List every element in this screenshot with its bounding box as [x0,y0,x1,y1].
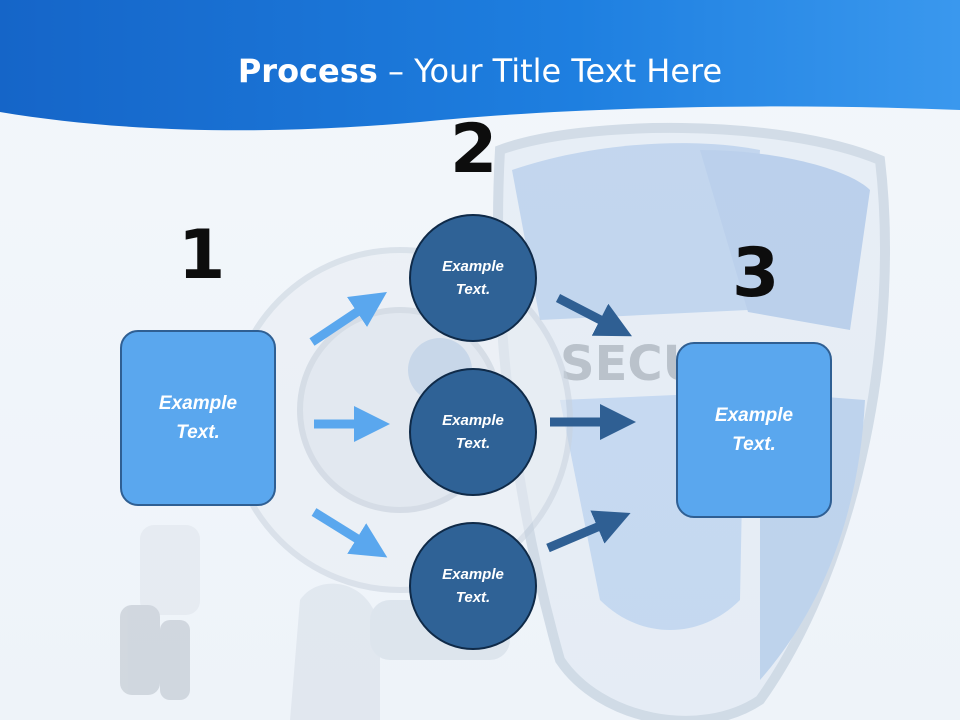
title-rest: – Your Title Text Here [377,52,723,90]
step-2c-line1: Example [442,566,504,583]
arrow-2c-to-3 [546,510,631,553]
title-bold: Process [237,52,378,90]
slide-title: Process – Your Title Text Here [0,52,960,90]
step-2b-line2: Text. [455,435,491,452]
arrow-1-to-2a [309,292,387,346]
step-number-1: 1 [178,216,226,295]
step-2c-line2: Text. [455,589,491,606]
step-1-box: Example Text. [120,330,276,506]
step-2b-line1: Example [442,412,504,429]
step-2-circle-middle: Example Text. [409,368,537,496]
step-number-2: 2 [450,110,498,189]
step-1-line1: Example [158,393,238,414]
header-band [0,0,960,131]
step-3-line1: Example [714,405,794,426]
step-number-3: 3 [732,234,780,313]
step-2-circle-top: Example Text. [409,214,537,342]
arrow-2a-to-3 [555,294,632,337]
step-1-line2: Text. [176,422,220,443]
step-3-box: Example Text. [676,342,832,518]
step-2-circle-bottom: Example Text. [409,522,537,650]
step-2a-line2: Text. [455,281,491,298]
arrow-1-to-2c [311,508,388,558]
step-2a-line1: Example [442,258,504,275]
step-3-line2: Text. [732,434,776,455]
